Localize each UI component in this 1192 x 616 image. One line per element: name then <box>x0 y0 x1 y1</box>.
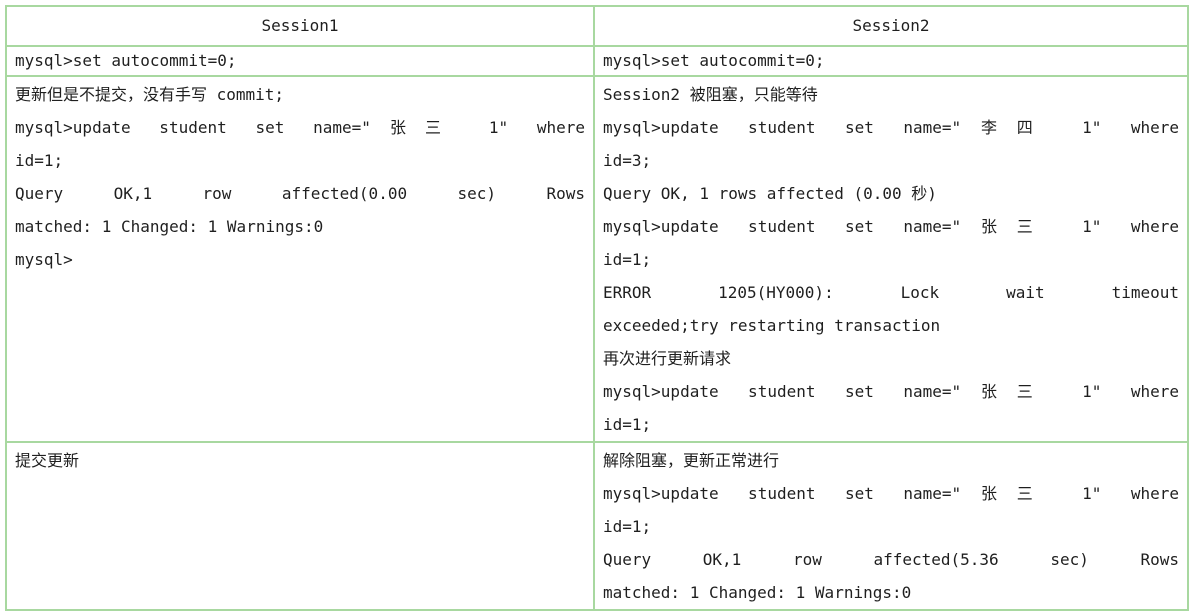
row-autocommit: mysql>set autocommit=0; mysql>set autoco… <box>5 45 1189 77</box>
header-session2: Session2 <box>593 5 1189 47</box>
cell-autocommit-session2: mysql>set autocommit=0; <box>593 45 1189 77</box>
code-line: Query OK, 1 rows affected (0.00 秒) <box>603 184 937 203</box>
error-line: ERROR 1205(HY000): Lock wait timeout <box>603 283 1179 302</box>
cell-blocking-session2: Session2 被阻塞，只能等待 mysql>update student s… <box>593 75 1189 443</box>
cell-commit-session1: 提交更新 <box>5 441 595 611</box>
code-line: mysql>update student set name="李四 1" whe… <box>603 118 1179 137</box>
code-line: id=1; <box>15 151 64 170</box>
code-line: mysql>update student set name="张三 1" whe… <box>603 484 1179 503</box>
row-commit: 提交更新 解除阻塞，更新正常进行 mysql>update student se… <box>5 441 1189 611</box>
code-line: matched: 1 Changed: 1 Warnings:0 <box>15 217 324 236</box>
code-line: id=1; <box>603 250 652 269</box>
session-comparison-table: Session1 Session2 mysql>set autocommit=0… <box>5 5 1189 611</box>
code-line: matched: 1 Changed: 1 Warnings:0 <box>603 583 912 602</box>
code-line: id=1; <box>603 517 652 536</box>
row-blocking: 更新但是不提交，没有手写 commit; mysql>update studen… <box>5 75 1189 443</box>
code-line: Query OK,1 row affected(5.36 sec) Rows <box>603 550 1179 569</box>
code-line: Query OK,1 row affected(0.00 sec) Rows <box>15 184 585 203</box>
error-line: exceeded;try restarting transaction <box>603 316 941 335</box>
header-session1: Session1 <box>5 5 595 47</box>
code-line: mysql>update student set name="张三 1" whe… <box>603 382 1179 401</box>
text-line: 解除阻塞，更新正常进行 <box>603 451 780 470</box>
cell-autocommit-session1: mysql>set autocommit=0; <box>5 45 595 77</box>
cell-blocking-session1: 更新但是不提交，没有手写 commit; mysql>update studen… <box>5 75 595 443</box>
table-header-row: Session1 Session2 <box>5 5 1189 47</box>
code-line: id=3; <box>603 151 652 170</box>
code-line: mysql>set autocommit=0; <box>603 51 825 70</box>
cell-commit-session2: 解除阻塞，更新正常进行 mysql>update student set nam… <box>593 441 1189 611</box>
code-line: id=1; <box>603 415 652 434</box>
code-line: mysql>set autocommit=0; <box>15 51 237 70</box>
text-line: 更新但是不提交，没有手写 commit; <box>15 85 285 104</box>
text-line: 再次进行更新请求 <box>603 349 732 368</box>
code-line: mysql>update student set name="张三 1" whe… <box>603 217 1179 236</box>
code-line: mysql>update student set name="张三 1" whe… <box>15 118 585 137</box>
text-line: Session2 被阻塞，只能等待 <box>603 85 818 104</box>
code-line: mysql> <box>15 250 73 269</box>
text-line: 提交更新 <box>15 451 80 470</box>
